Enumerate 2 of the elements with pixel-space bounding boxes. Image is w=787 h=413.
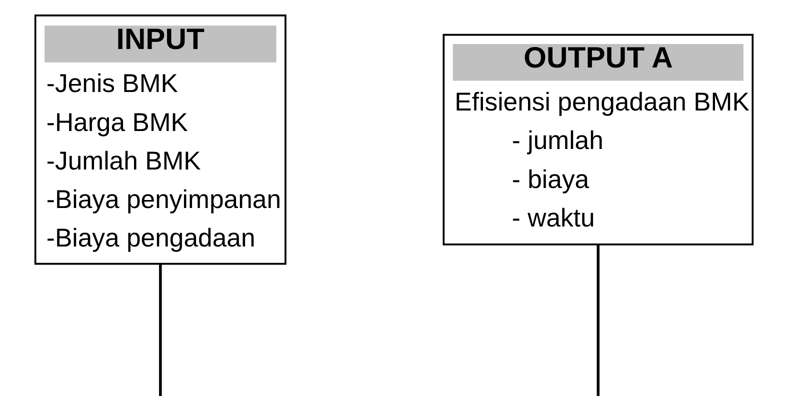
connector — [596, 245, 600, 396]
connector — [158, 264, 162, 396]
